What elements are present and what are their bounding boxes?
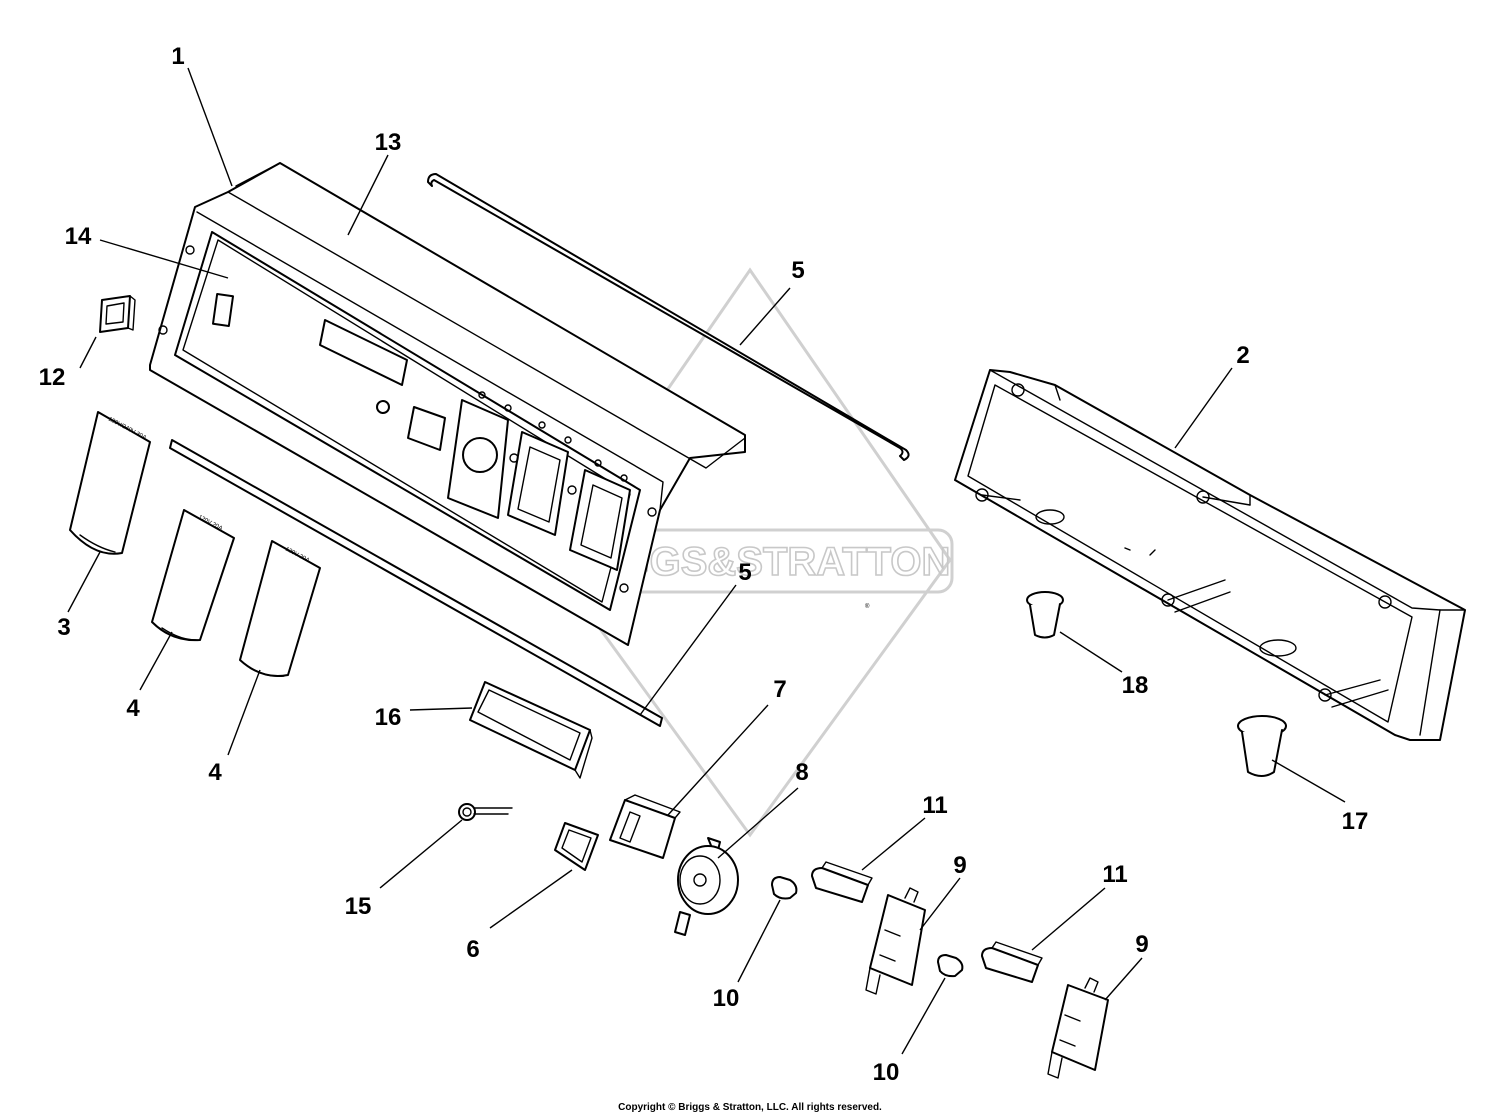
callout-9a: 9	[953, 852, 966, 879]
callout-18: 18	[1122, 672, 1149, 699]
callout-16: 16	[375, 704, 402, 731]
callout-7: 7	[773, 676, 786, 703]
leader-lines	[67, 67, 1346, 1055]
watermark-registered-mark: ®	[865, 603, 870, 610]
duplex-receptacle-b	[1047, 977, 1109, 1079]
callout-11b: 11	[1102, 861, 1127, 888]
twist-lock-receptacle	[674, 837, 739, 936]
breaker-cap-a	[771, 876, 798, 900]
outlet-cover-20a-b: 120V 20A	[239, 540, 321, 678]
callout-11a: 11	[922, 792, 947, 819]
callout-12: 12	[39, 364, 66, 391]
main-switch	[609, 794, 681, 859]
callout-15: 15	[345, 893, 372, 920]
callout-5b: 5	[738, 559, 751, 586]
callout-9b: 9	[1135, 931, 1148, 958]
callout-5a: 5	[791, 257, 804, 284]
callout-17: 17	[1342, 808, 1369, 835]
circuit-breaker-a	[811, 861, 873, 903]
grommet-small	[1026, 591, 1064, 639]
trim-strip-lower	[169, 439, 663, 727]
callout-4a: 4	[126, 695, 140, 722]
indicator-light	[458, 803, 513, 821]
hour-meter	[469, 681, 593, 779]
copyright-notice: Copyright © Briggs & Stratton, LLC. All …	[618, 1102, 882, 1113]
callout-13: 13	[375, 129, 402, 156]
callout-3: 3	[57, 614, 70, 641]
callout-2: 2	[1236, 342, 1249, 369]
grommet-large	[1237, 715, 1287, 777]
switch-boot	[554, 822, 599, 871]
circuit-breaker-b	[981, 941, 1043, 983]
callout-1: 1	[171, 43, 184, 70]
callout-14: 14	[65, 223, 92, 250]
callout-10a: 10	[713, 985, 740, 1012]
trim-strip-upper	[427, 173, 910, 461]
callout-numbers: 1 2 3 4 4 5 5 6 7 8 9 9 10 10 11 11 12 1…	[39, 43, 1369, 1086]
outlet-cover-30a: 120V/240V 30A	[69, 411, 151, 555]
rocker-switch	[99, 295, 136, 333]
callout-4b: 4	[208, 759, 222, 786]
control-panel	[149, 162, 746, 646]
callout-6: 6	[466, 936, 479, 963]
duplex-receptacle-a	[865, 887, 926, 995]
callout-10b: 10	[873, 1059, 900, 1086]
breaker-cap-b	[937, 954, 964, 978]
outlet-cover-20a-a: 120V 20A	[151, 509, 235, 642]
callout-8: 8	[795, 759, 808, 786]
control-box-housing	[954, 369, 1466, 741]
